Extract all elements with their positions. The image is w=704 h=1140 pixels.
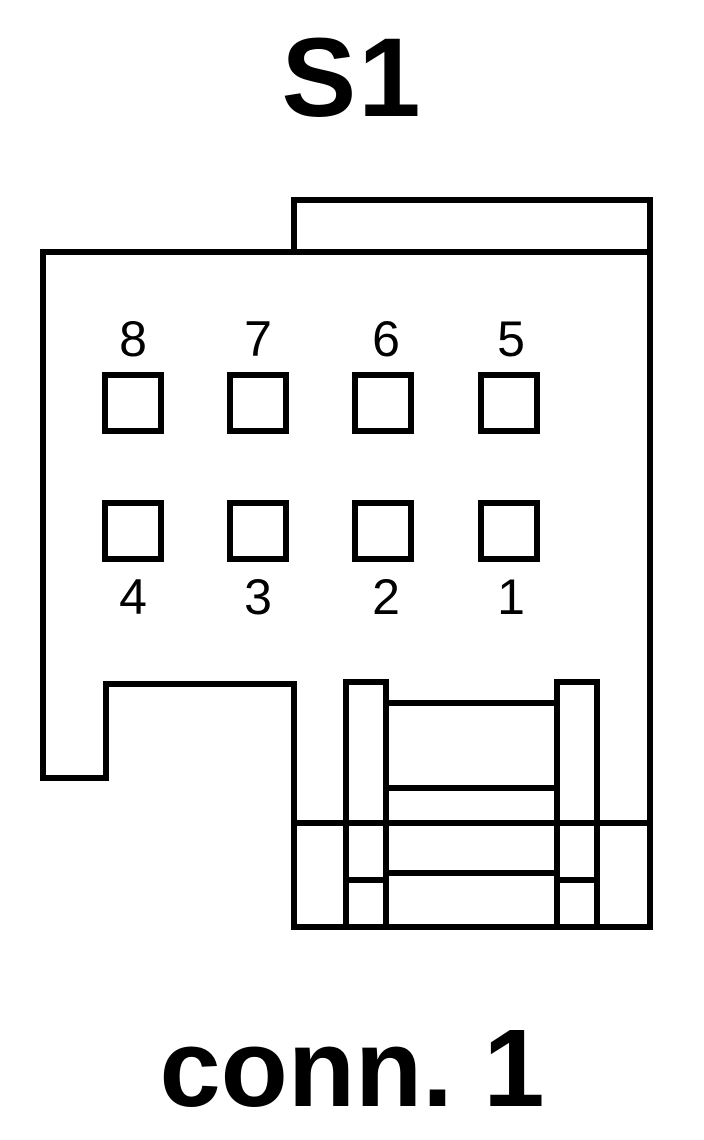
pin-label-6: 6: [372, 311, 400, 367]
latch-tab: [291, 197, 653, 255]
connector-caption: conn. 1: [159, 1007, 545, 1130]
clip-right-post: [554, 679, 600, 930]
pin-cavity-5: [478, 372, 540, 434]
pin-cavity-4: [102, 500, 164, 562]
pin-label-8: 8: [119, 311, 147, 367]
connector-title: S1: [281, 15, 423, 140]
connector-body: [40, 249, 653, 930]
pin-cavity-6: [352, 372, 414, 434]
pin-label-2: 2: [372, 569, 400, 625]
pin-cavity-8: [102, 372, 164, 434]
pin-label-1: 1: [497, 569, 525, 625]
pin-cavity-1: [478, 500, 540, 562]
locking-clip: [294, 679, 650, 930]
pin-label-4: 4: [119, 569, 147, 625]
pin-cavity-2: [352, 500, 414, 562]
pin-label-7: 7: [244, 311, 272, 367]
pin-label-5: 5: [497, 311, 525, 367]
pin-label-3: 3: [244, 569, 272, 625]
pin-cavity-3: [227, 500, 289, 562]
pin-cavity-7: [227, 372, 289, 434]
clip-left-post: [343, 679, 389, 930]
